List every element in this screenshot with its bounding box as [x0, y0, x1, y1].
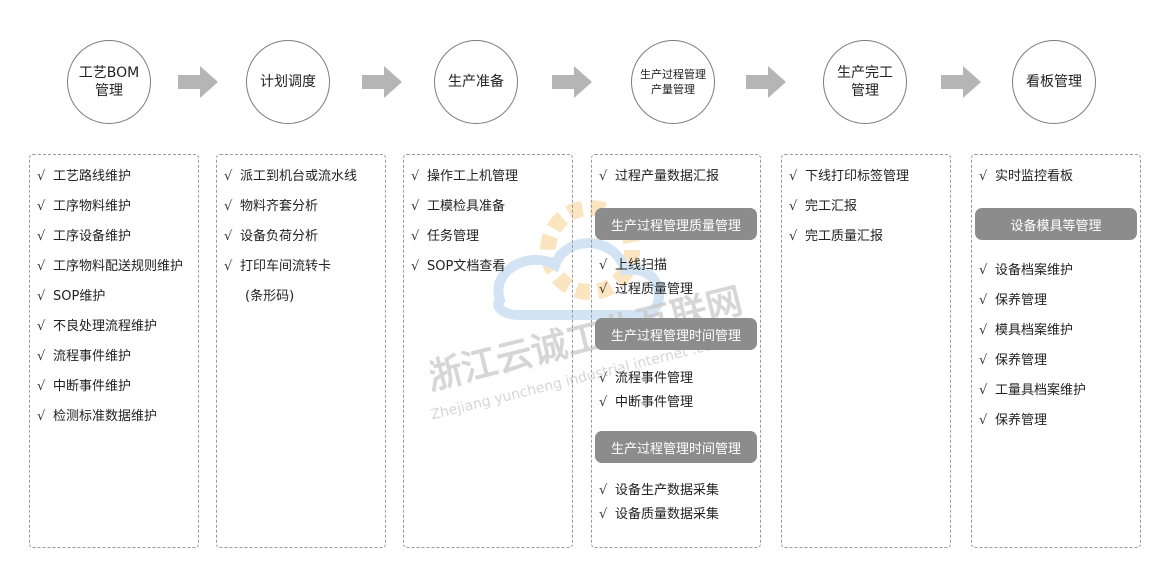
column-planning: √派工到机台或流水线 √物料齐套分析 √设备负荷分析 √打印车间流转卡 (条形码…: [216, 154, 386, 548]
stage-completion: 生产完工管理: [823, 40, 907, 124]
check-icon: √: [599, 258, 608, 273]
list-item: √工艺路线维护: [37, 169, 132, 184]
check-icon: √: [979, 263, 988, 278]
list-item: √工序设备维护: [37, 229, 132, 244]
column-process-management: √过程产量数据汇报 生产过程管理质量管理 √上线扫描 √过程质量管理 生产过程管…: [591, 154, 761, 548]
check-icon: √: [599, 395, 608, 410]
check-icon: √: [37, 319, 46, 334]
stage-preparation: 生产准备: [434, 40, 518, 124]
flow-arrow-icon: [178, 66, 218, 98]
list-item: √工量具档案维护: [979, 383, 1087, 398]
check-icon: √: [979, 169, 988, 184]
column-craft-bom: √工艺路线维护 √工序物料维护 √工序设备维护 √工序物料配送规则维护 √SOP…: [29, 154, 199, 548]
list-item: √保养管理: [979, 353, 1048, 368]
group-header-quality: 生产过程管理质量管理: [595, 208, 757, 240]
check-icon: √: [37, 169, 46, 184]
list-item: √过程质量管理: [599, 282, 694, 297]
check-icon: √: [599, 371, 608, 386]
check-icon: √: [224, 169, 233, 184]
list-item: √SOP文档查看: [411, 259, 506, 274]
check-icon: √: [979, 383, 988, 398]
list-item: √设备档案维护: [979, 263, 1074, 278]
check-icon: √: [411, 229, 420, 244]
check-icon: √: [979, 413, 988, 428]
check-icon: √: [599, 507, 608, 522]
list-item: √下线打印标签管理: [789, 169, 910, 184]
stage-label: 生产过程管理: [640, 68, 706, 81]
check-icon: √: [37, 349, 46, 364]
list-item: √派工到机台或流水线: [224, 169, 358, 184]
list-item: √模具档案维护: [979, 323, 1074, 338]
column-preparation: √操作工上机管理 √工模检具准备 √任务管理 √SOP文档查看: [403, 154, 573, 548]
list-item: √工序物料配送规则维护: [37, 259, 184, 274]
group-header-time-2: 生产过程管理时间管理: [595, 431, 757, 463]
flow-arrow-icon: [746, 66, 786, 98]
check-icon: √: [37, 289, 46, 304]
check-icon: √: [789, 199, 798, 214]
group-header-equipment: 设备模具等管理: [975, 208, 1137, 240]
stage-label: 产量管理: [651, 83, 695, 96]
list-item: √保养管理: [979, 413, 1048, 428]
list-item: √中断事件维护: [37, 379, 132, 394]
list-item-note: (条形码): [245, 289, 295, 304]
check-icon: √: [37, 379, 46, 394]
list-item: √工模检具准备: [411, 199, 506, 214]
list-item: √完工质量汇报: [789, 229, 884, 244]
column-completion: √下线打印标签管理 √完工汇报 √完工质量汇报: [781, 154, 951, 548]
list-item: √打印车间流转卡: [224, 259, 332, 274]
stage-label: 管理: [851, 83, 879, 99]
list-item: √完工汇报: [789, 199, 858, 214]
list-item: √实时监控看板: [979, 169, 1074, 184]
list-item: √过程产量数据汇报: [599, 169, 720, 184]
list-item: √流程事件维护: [37, 349, 132, 364]
list-item: √检测标准数据维护: [37, 409, 158, 424]
check-icon: √: [789, 169, 798, 184]
list-item: √SOP维护: [37, 289, 106, 304]
stage-label: 计划调度: [260, 74, 316, 90]
stage-planning: 计划调度: [246, 40, 330, 124]
check-icon: √: [411, 199, 420, 214]
flow-arrow-icon: [552, 66, 592, 98]
check-icon: √: [224, 229, 233, 244]
check-icon: √: [411, 259, 420, 274]
check-icon: √: [224, 199, 233, 214]
list-item: √不良处理流程维护: [37, 319, 158, 334]
list-item: √流程事件管理: [599, 371, 694, 386]
check-icon: √: [599, 282, 608, 297]
list-item: √保养管理: [979, 293, 1048, 308]
check-icon: √: [789, 229, 798, 244]
list-item: √任务管理: [411, 229, 480, 244]
check-icon: √: [224, 259, 233, 274]
stage-label: 看板管理: [1026, 74, 1082, 90]
check-icon: √: [979, 323, 988, 338]
check-icon: √: [411, 169, 420, 184]
group-header-time: 生产过程管理时间管理: [595, 318, 757, 350]
stage-kanban: 看板管理: [1012, 40, 1096, 124]
stage-label: 生产准备: [448, 74, 504, 90]
list-item: √设备生产数据采集: [599, 483, 720, 498]
check-icon: √: [37, 199, 46, 214]
stage-label: 管理: [95, 83, 123, 99]
check-icon: √: [979, 293, 988, 308]
check-icon: √: [599, 483, 608, 498]
check-icon: √: [37, 259, 46, 274]
stage-label: 生产完工: [837, 65, 893, 81]
stage-label: 工艺BOM: [78, 65, 140, 81]
stage-process-management: 生产过程管理产量管理: [631, 40, 715, 124]
list-item: √中断事件管理: [599, 395, 694, 410]
column-kanban: √实时监控看板 设备模具等管理 √设备档案维护 √保养管理 √模具档案维护 √保…: [971, 154, 1141, 548]
list-item: √上线扫描: [599, 258, 668, 273]
list-item: √工序物料维护: [37, 199, 132, 214]
check-icon: √: [979, 353, 988, 368]
flow-arrow-icon: [941, 66, 981, 98]
stage-craft-bom: 工艺BOM 管理: [67, 40, 151, 124]
list-item: √操作工上机管理: [411, 169, 519, 184]
list-item: √设备质量数据采集: [599, 507, 720, 522]
list-item: √设备负荷分析: [224, 229, 319, 244]
check-icon: √: [37, 409, 46, 424]
flow-arrow-icon: [362, 66, 402, 98]
list-item: √物料齐套分析: [224, 199, 319, 214]
check-icon: √: [37, 229, 46, 244]
check-icon: √: [599, 169, 608, 184]
